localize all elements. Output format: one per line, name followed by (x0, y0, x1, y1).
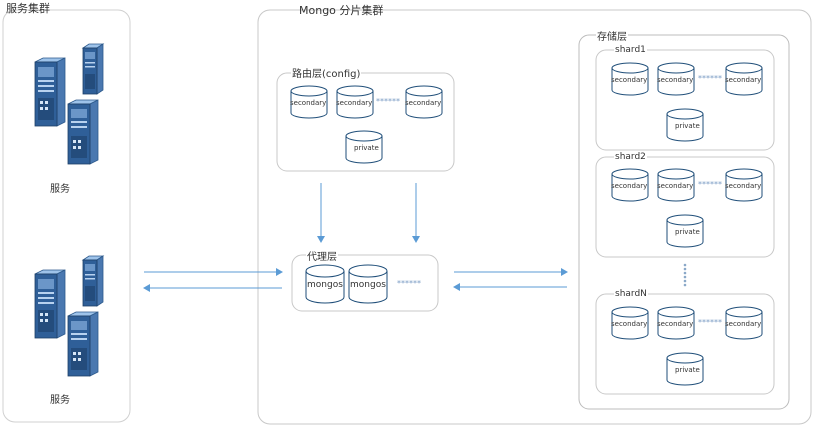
routing-secondary-label-3: secondary (405, 99, 442, 107)
shard1-secondary-label-2: secondary (657, 76, 694, 84)
service-cluster-title: 服务集群 (6, 2, 50, 15)
shard1-secondary-label-3: secondary (725, 76, 762, 84)
mongos-label-1: mongos (307, 280, 343, 290)
shard2-secondary-label-2: secondary (657, 182, 694, 190)
storage-layer-title: 存储层 (596, 28, 628, 43)
shardN-ellipsis: ****** (698, 318, 722, 327)
proxy-layer-title: 代理层 (306, 248, 338, 263)
shardN-secondary-label-1: secondary (611, 320, 648, 328)
routing-layer-title: 路由层(config) (291, 65, 362, 80)
server-icon-bottom (34, 255, 104, 377)
shard2-ellipsis: ****** (698, 180, 722, 189)
mongos-label-2: mongos (350, 280, 386, 290)
service-cluster-box (2, 9, 131, 423)
shardN-private-label: private (675, 366, 700, 374)
shard1-ellipsis: ****** (698, 74, 722, 83)
shard-ellipsis-dots (683, 263, 687, 287)
shard2-title: shard2 (614, 152, 647, 162)
shard1-secondary-label-1: secondary (611, 76, 648, 84)
shardN-secondary-label-3: secondary (725, 320, 762, 328)
routing-secondary-label-2: secondary (336, 99, 373, 107)
shard1-private-label: private (675, 122, 700, 130)
shard2-secondary-label-1: secondary (611, 182, 648, 190)
routing-secondary-label-1: secondary (290, 99, 327, 107)
server-icon-top (34, 43, 104, 165)
routing-ellipsis: ****** (376, 97, 400, 106)
shard2-secondary-label-3: secondary (725, 182, 762, 190)
shard2-private-label: private (675, 228, 700, 236)
service-label-top: 服务 (50, 184, 70, 195)
proxy-ellipsis: ****** (397, 279, 421, 288)
shardN-title: shardN (614, 289, 648, 299)
shard1-title: shard1 (614, 45, 647, 55)
mongo-cluster-title: Mongo 分片集群 (299, 4, 384, 17)
shardN-secondary-label-2: secondary (657, 320, 694, 328)
service-label-bottom: 服务 (50, 395, 70, 406)
routing-private-label: private (354, 144, 379, 152)
mongo-cluster-box (257, 9, 812, 425)
